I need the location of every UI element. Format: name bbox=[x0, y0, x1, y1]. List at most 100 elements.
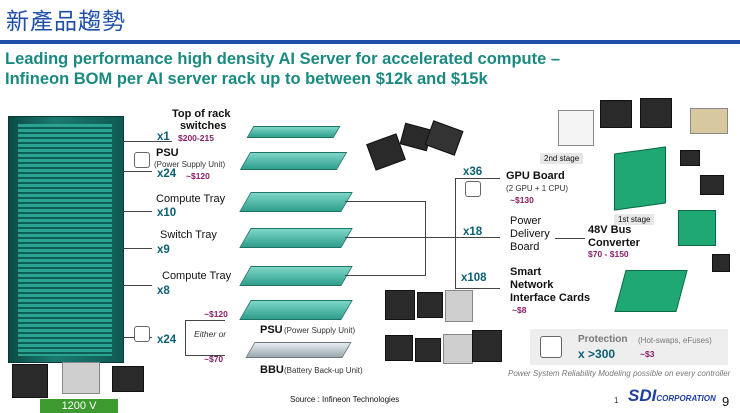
pdb-label-1: Power bbox=[510, 215, 542, 227]
connector-line bbox=[185, 320, 225, 321]
either-or-label: Either or bbox=[194, 329, 227, 339]
connector-line bbox=[455, 178, 500, 179]
subtitle-line-2: Infineon BOM per AI server rack up to be… bbox=[5, 70, 488, 88]
gpu-board-sub: (2 GPU + 1 CPU) bbox=[506, 184, 569, 193]
compute-tray-multiplier-1: x10 bbox=[157, 207, 177, 219]
connector-line bbox=[122, 211, 152, 212]
protection-sub: (Hot-swaps, eFuses) bbox=[638, 336, 712, 345]
slide-number-small: 1 bbox=[614, 396, 619, 405]
top-switch-price: $200-215 bbox=[178, 133, 214, 143]
nic-multiplier: x108 bbox=[461, 272, 487, 284]
chip-image bbox=[445, 290, 473, 322]
nic-label-1: Smart bbox=[510, 266, 542, 278]
shield-icon bbox=[465, 181, 481, 197]
logo-sub: CORPORATION bbox=[656, 394, 716, 403]
lower-psu-sub-label: (Power Supply Unit) bbox=[284, 326, 356, 335]
arrow-line bbox=[555, 238, 585, 239]
chip-image bbox=[424, 120, 464, 156]
nic-price: ~$8 bbox=[512, 305, 527, 315]
connector-line bbox=[122, 171, 152, 172]
bus-converter-image bbox=[678, 210, 716, 246]
compute-tray-multiplier-2: x8 bbox=[157, 285, 170, 297]
bbu-label: BBU bbox=[260, 364, 284, 376]
chip-image bbox=[640, 98, 672, 128]
chip-image bbox=[700, 175, 724, 195]
page-title: 新產品趨勢 bbox=[6, 9, 126, 35]
protection-price: ~$3 bbox=[640, 349, 655, 359]
nic-label-2: Network bbox=[510, 279, 554, 291]
bus-converter-label-1: 48V Bus bbox=[588, 224, 632, 236]
connector-line bbox=[345, 237, 425, 238]
bbu-image bbox=[245, 342, 352, 358]
nic-card-image bbox=[614, 270, 688, 312]
bbu-price: ~$70 bbox=[204, 354, 224, 364]
connector-line bbox=[455, 288, 500, 289]
chip-image bbox=[680, 150, 700, 166]
psu-sub-label: (Power Supply Unit) bbox=[154, 160, 226, 169]
pdb-label-3: Board bbox=[510, 241, 540, 253]
gpu-board-image bbox=[614, 146, 666, 211]
psu-label: PSU bbox=[156, 147, 179, 159]
bus-converter-price: $70 - $150 bbox=[588, 249, 629, 259]
gpu-multiplier: x36 bbox=[463, 166, 483, 178]
top-switch-tray-image bbox=[246, 126, 341, 138]
connector-line bbox=[425, 237, 455, 238]
chip-image bbox=[558, 110, 594, 146]
page-number: 9 bbox=[722, 394, 730, 409]
connector-line bbox=[345, 201, 425, 202]
pdb-multiplier: x18 bbox=[463, 226, 483, 238]
compute-tray-image-2 bbox=[239, 266, 353, 286]
title-rule bbox=[0, 40, 740, 44]
gpu-stage-label: 2nd stage bbox=[540, 153, 584, 164]
chip-image bbox=[712, 254, 730, 272]
shield-icon bbox=[134, 152, 150, 168]
psu-price: ~$120 bbox=[186, 171, 210, 181]
connector-line bbox=[455, 178, 456, 288]
top-switch-label-2: switches bbox=[180, 120, 227, 132]
connector-line bbox=[455, 237, 500, 238]
protection-panel bbox=[530, 329, 728, 365]
lower-psu-price: ~$120 bbox=[204, 309, 228, 319]
connector-line bbox=[122, 141, 172, 142]
gpu-board-price: ~$130 bbox=[510, 195, 534, 205]
compute-tray-label-2: Compute Tray bbox=[162, 270, 232, 282]
subtitle-line-1: Leading performance high density AI Serv… bbox=[5, 50, 561, 68]
compute-tray-label-1: Compute Tray bbox=[156, 193, 226, 205]
bbu-sub-label: (Battery Back-up Unit) bbox=[284, 366, 363, 375]
compute-tray-image-1 bbox=[239, 192, 353, 212]
protection-multiplier: x >300 bbox=[578, 347, 616, 361]
protection-label: Protection bbox=[578, 334, 628, 345]
chip-image bbox=[417, 292, 443, 318]
nic-label-3: Interface Cards bbox=[510, 292, 591, 304]
chip-image bbox=[62, 362, 100, 394]
connector-line bbox=[345, 275, 425, 276]
lower-psu-image bbox=[239, 300, 353, 320]
voltage-badge: 1200 V bbox=[40, 399, 118, 413]
chip-image bbox=[385, 335, 413, 361]
shield-icon bbox=[540, 336, 562, 358]
server-rack-slots bbox=[18, 124, 112, 356]
psu-tray-image bbox=[239, 152, 348, 170]
lower-multiplier: x24 bbox=[157, 334, 177, 346]
connector-line bbox=[185, 355, 225, 356]
switch-tray-label: Switch Tray bbox=[160, 229, 217, 241]
lower-psu-label: PSU bbox=[260, 324, 283, 336]
chip-image bbox=[600, 100, 632, 128]
source-note: Source : Infineon Technologies bbox=[290, 395, 400, 404]
chip-image bbox=[385, 290, 415, 320]
gpu-board-label: GPU Board bbox=[506, 170, 565, 182]
logo-text: SDI bbox=[628, 386, 657, 405]
sdi-logo: SDICORPORATION bbox=[628, 386, 716, 406]
chip-image bbox=[443, 334, 473, 364]
chip-image bbox=[415, 338, 441, 362]
switch-tray-image bbox=[239, 228, 353, 248]
chip-image bbox=[472, 330, 502, 362]
connector-line bbox=[122, 248, 152, 249]
connector-line bbox=[185, 320, 186, 355]
chip-image bbox=[12, 364, 48, 398]
psu-multiplier: x24 bbox=[157, 168, 177, 180]
top-switch-label-1: Top of rack bbox=[172, 108, 231, 120]
pdb-label-2: Delivery bbox=[510, 228, 550, 240]
shield-icon bbox=[134, 326, 150, 342]
bus-converter-label-2: Converter bbox=[588, 237, 640, 249]
